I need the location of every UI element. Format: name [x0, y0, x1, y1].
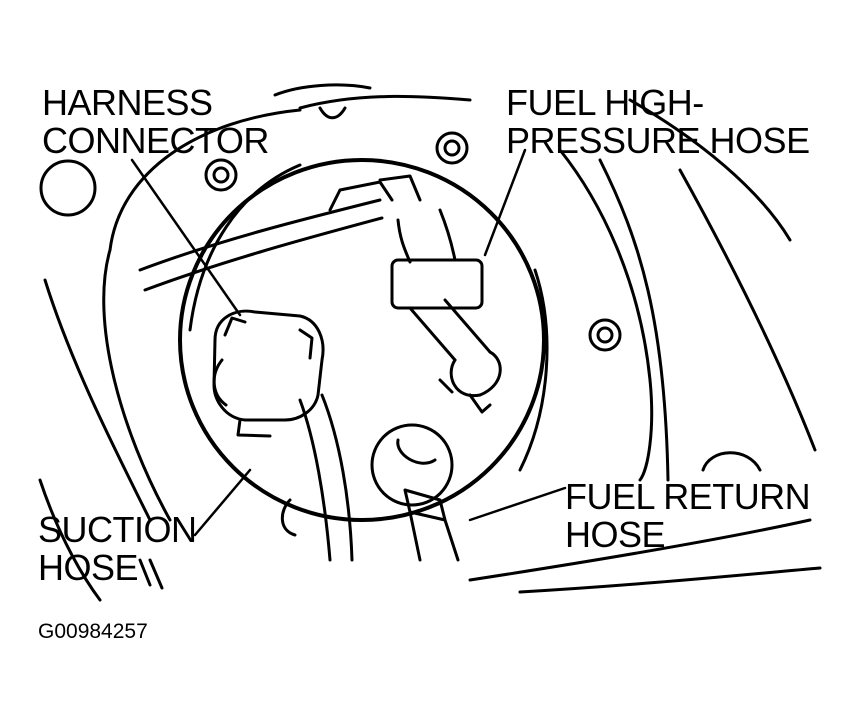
fuel-return-hose-label-line-2: HOSE [565, 514, 666, 555]
flange-bolts [204, 131, 622, 352]
high-pressure-hose [390, 208, 502, 414]
leader-lines [130, 148, 567, 537]
suction-hose-label-line-2: HOSE [38, 547, 139, 588]
fuel-high-pressure-hose-label: FUEL HIGH- PRESSURE HOSE [506, 84, 810, 160]
wiring-harness [138, 174, 422, 292]
suction-hose-label-line-1: SUCTION [38, 509, 197, 550]
fuel-return-hose-label-line-1: FUEL RETURN [565, 476, 811, 517]
tank-contours [38, 83, 822, 602]
high-pressure-hose-leader [483, 148, 527, 257]
suction-hose-leader [193, 468, 252, 537]
mounting-hole-circle [39, 159, 97, 217]
pump-flange [178, 158, 549, 522]
fuel-return-hose-label: FUEL RETURN HOSE [565, 476, 811, 555]
suction-hose-label: SUCTION HOSE [38, 511, 197, 587]
harness-connector-leader [130, 158, 242, 317]
return-hose-leader [468, 486, 567, 522]
harness-connector-label-line-2: CONNECTOR [42, 120, 269, 161]
access-hole-arc [701, 451, 762, 472]
fuel-high-pressure-hose-label-line-1: FUEL HIGH- [506, 82, 704, 123]
return-hose [370, 423, 460, 562]
fuel-high-pressure-hose-label-line-2: PRESSURE HOSE [506, 120, 810, 161]
harness-connector-label-line-1: HARNESS [42, 82, 213, 123]
suction-hose [280, 393, 354, 562]
figure-id: G00984257 [38, 620, 148, 643]
harness-connector-label: HARNESS CONNECTOR [42, 84, 269, 160]
